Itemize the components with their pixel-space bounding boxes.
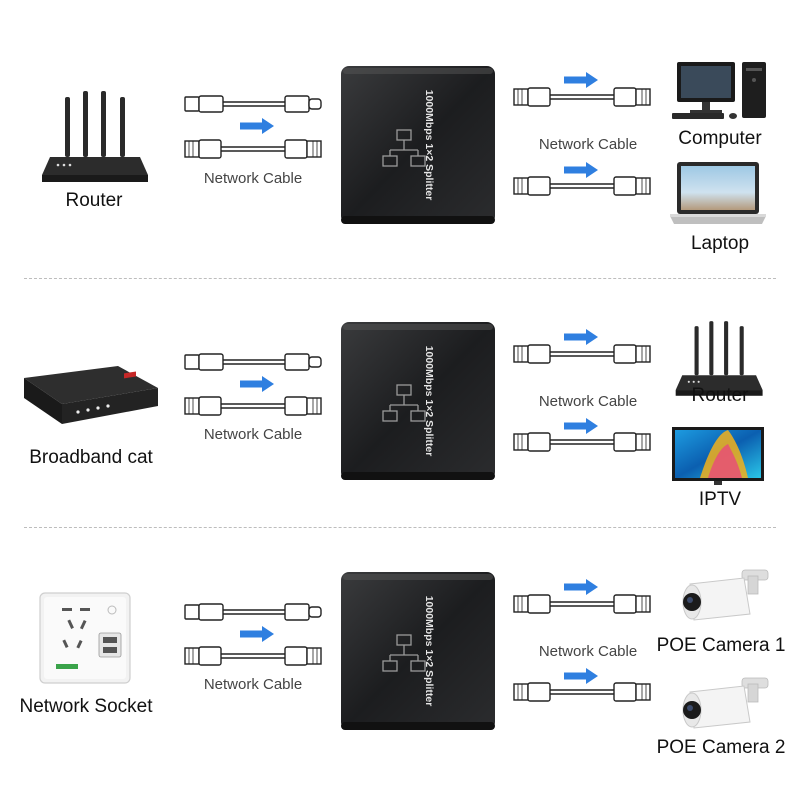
target-label: POE Camera 2 [656, 737, 786, 758]
splitter-box [341, 322, 495, 480]
arrow-right-icon [240, 118, 274, 134]
ethernet-cable-icon [513, 87, 651, 107]
ethernet-cable-icon [513, 344, 651, 364]
row-1 [42, 62, 766, 224]
camera-icon [682, 677, 769, 729]
usb-cable-icon [184, 603, 322, 621]
target-label: Computer [678, 128, 762, 149]
computer-icon [672, 62, 766, 119]
cable-label: Network Cable [538, 393, 638, 410]
row-2 [24, 321, 764, 485]
splitter-box [341, 572, 495, 730]
source-label: Router [65, 190, 123, 211]
target-label: Laptop [690, 233, 750, 254]
splitter-label: 1000Mbps 1×2 Splitter [423, 596, 435, 707]
arrow-right-icon [564, 162, 598, 178]
splitter-box [341, 66, 495, 224]
usb-cable-icon [184, 95, 322, 113]
arrow-right-icon [564, 72, 598, 88]
cable-label: Network Cable [203, 426, 303, 443]
arrow-right-icon [564, 668, 598, 684]
arrow-right-icon [564, 418, 598, 434]
source-label: Network Socket [19, 696, 153, 717]
ethernet-cable-icon [513, 432, 651, 452]
ethernet-cable-icon [513, 594, 651, 614]
ethernet-cable-icon [184, 646, 322, 666]
arrow-right-icon [240, 376, 274, 392]
splitter-label: 1000Mbps 1×2 Splitter [423, 346, 435, 457]
arrow-right-icon [240, 626, 274, 642]
ethernet-cable-icon [513, 176, 651, 196]
cable-label: Network Cable [203, 676, 303, 693]
splitter-label: 1000Mbps 1×2 Splitter [423, 90, 435, 201]
row-separator [24, 278, 776, 279]
row-3 [39, 569, 769, 730]
target-label: Router [691, 385, 749, 406]
row-separator [24, 527, 776, 528]
cable-label: Network Cable [538, 136, 638, 153]
laptop-icon [670, 162, 766, 224]
usb-cable-icon [184, 353, 322, 371]
camera-icon [682, 569, 769, 621]
source-label: Broadband cat [29, 447, 153, 468]
router-icon [42, 91, 148, 182]
cable-label: Network Cable [538, 643, 638, 660]
modem-icon [24, 366, 158, 424]
tv-icon [672, 427, 764, 485]
ethernet-cable-icon [184, 396, 322, 416]
arrow-right-icon [564, 579, 598, 595]
ethernet-cable-icon [184, 139, 322, 159]
wall-socket-icon [39, 592, 131, 684]
ethernet-cable-icon [513, 682, 651, 702]
cable-label: Network Cable [203, 170, 303, 187]
target-label: POE Camera 1 [656, 635, 786, 656]
arrow-right-icon [564, 329, 598, 345]
target-label: IPTV [698, 489, 742, 510]
